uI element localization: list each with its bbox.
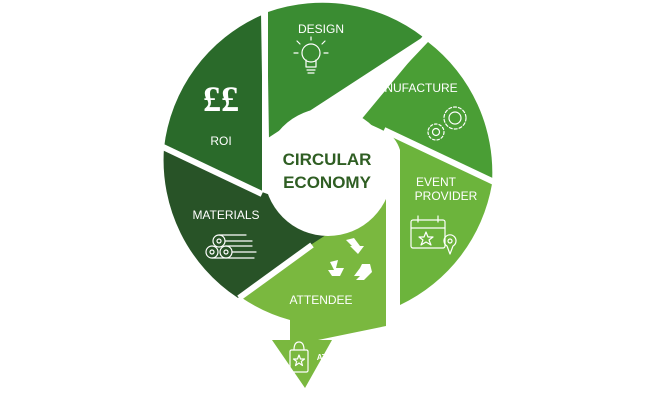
center-circle [264,108,392,236]
recycle-icon [328,238,372,280]
segment-manufacture [356,42,493,183]
segment-design [268,2,423,138]
attendee-keeps-label-line1: ATTENDEE [317,353,360,362]
shopping-bag-star-icon [289,341,309,373]
pound-sign-icon: ££ [203,79,239,119]
attendee-label: ATTENDEE [289,293,352,307]
center-title-line2: ECONOMY [283,173,372,192]
material-rolls-icon [205,234,257,259]
attendee-keeps-label-line2: KEEPS [318,364,346,373]
design-label: DESIGN [298,22,344,36]
roi-label: ROI [210,134,231,148]
event-provider-label-line2: PROVIDER [415,189,478,203]
segment-materials [163,148,345,298]
lightbulb-icon [293,36,329,74]
gears-icon [427,106,467,141]
center-title-line1: CIRCULAR [283,150,372,169]
calendar-location-icon [410,215,457,255]
segment-roi [164,15,262,192]
materials-label: MATERIALS [192,208,259,222]
segment-separators [161,11,496,301]
manufacture-label: MANUFACTURE [366,81,457,95]
event-provider-label-line1: EVENT [416,175,457,189]
